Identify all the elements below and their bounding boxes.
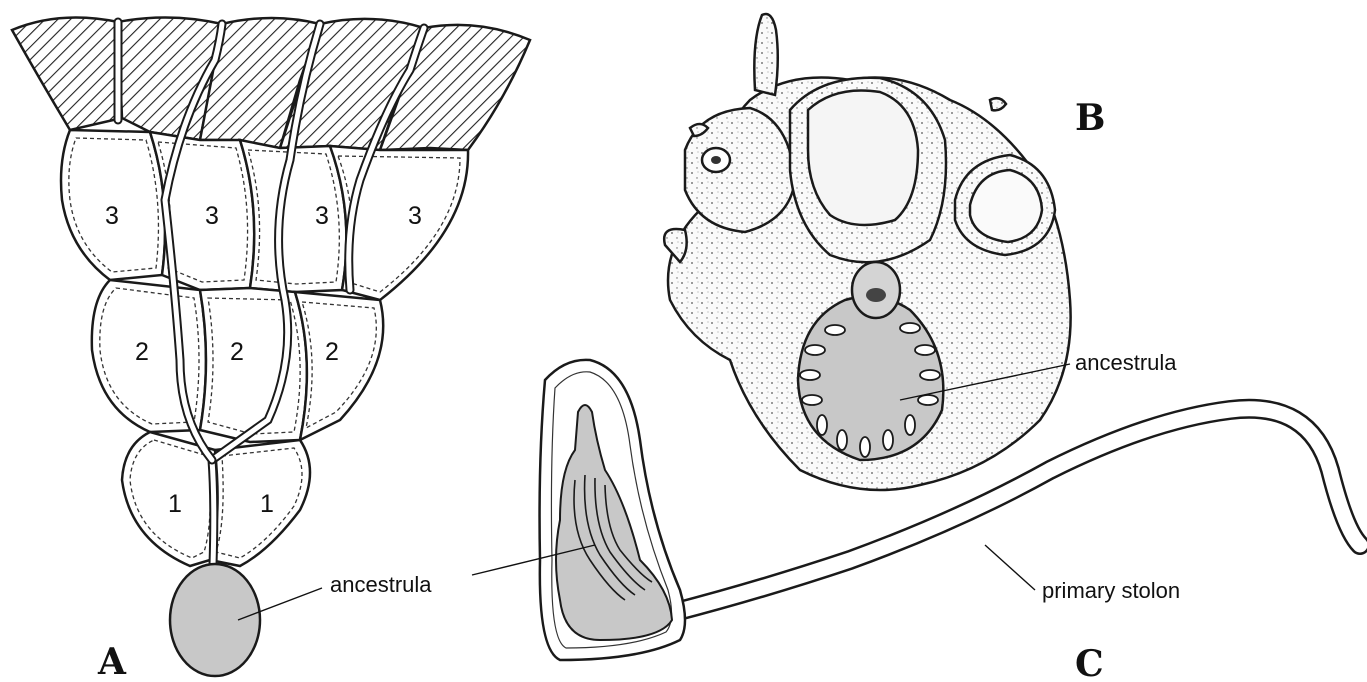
panel-a-colony: 3 3 3 3 2 2 2 1 1 ancestrula A	[12, 17, 530, 682]
zooid-number-1b: 1	[260, 490, 274, 518]
primary-stolon-leader	[985, 545, 1035, 590]
zooid-number-2c: 2	[325, 338, 339, 366]
panel-a-ancestrula-label: ancestrula	[330, 572, 432, 597]
zooid-number-3d: 3	[408, 202, 422, 230]
panel-a-letter: A	[97, 641, 127, 682]
zooid-number-2a: 2	[135, 338, 149, 366]
panel-b-ancestrula-label: ancestrula	[1075, 350, 1177, 375]
primary-stolon-label: primary stolon	[1042, 578, 1180, 603]
panel-b-letter: B	[1075, 97, 1105, 139]
zooid-number-3c: 3	[315, 202, 329, 230]
zooid-number-3a: 3	[105, 202, 119, 230]
zooid-number-2b: 2	[230, 338, 244, 366]
panel-b-colony: ancestrula B	[664, 14, 1177, 490]
panel-c-letter: C	[1075, 643, 1104, 682]
zooid-number-3b: 3	[205, 202, 219, 230]
zooid-number-1a: 1	[168, 490, 182, 518]
zooid-row-3	[61, 130, 468, 300]
panel-a-ancestrula	[170, 564, 260, 676]
